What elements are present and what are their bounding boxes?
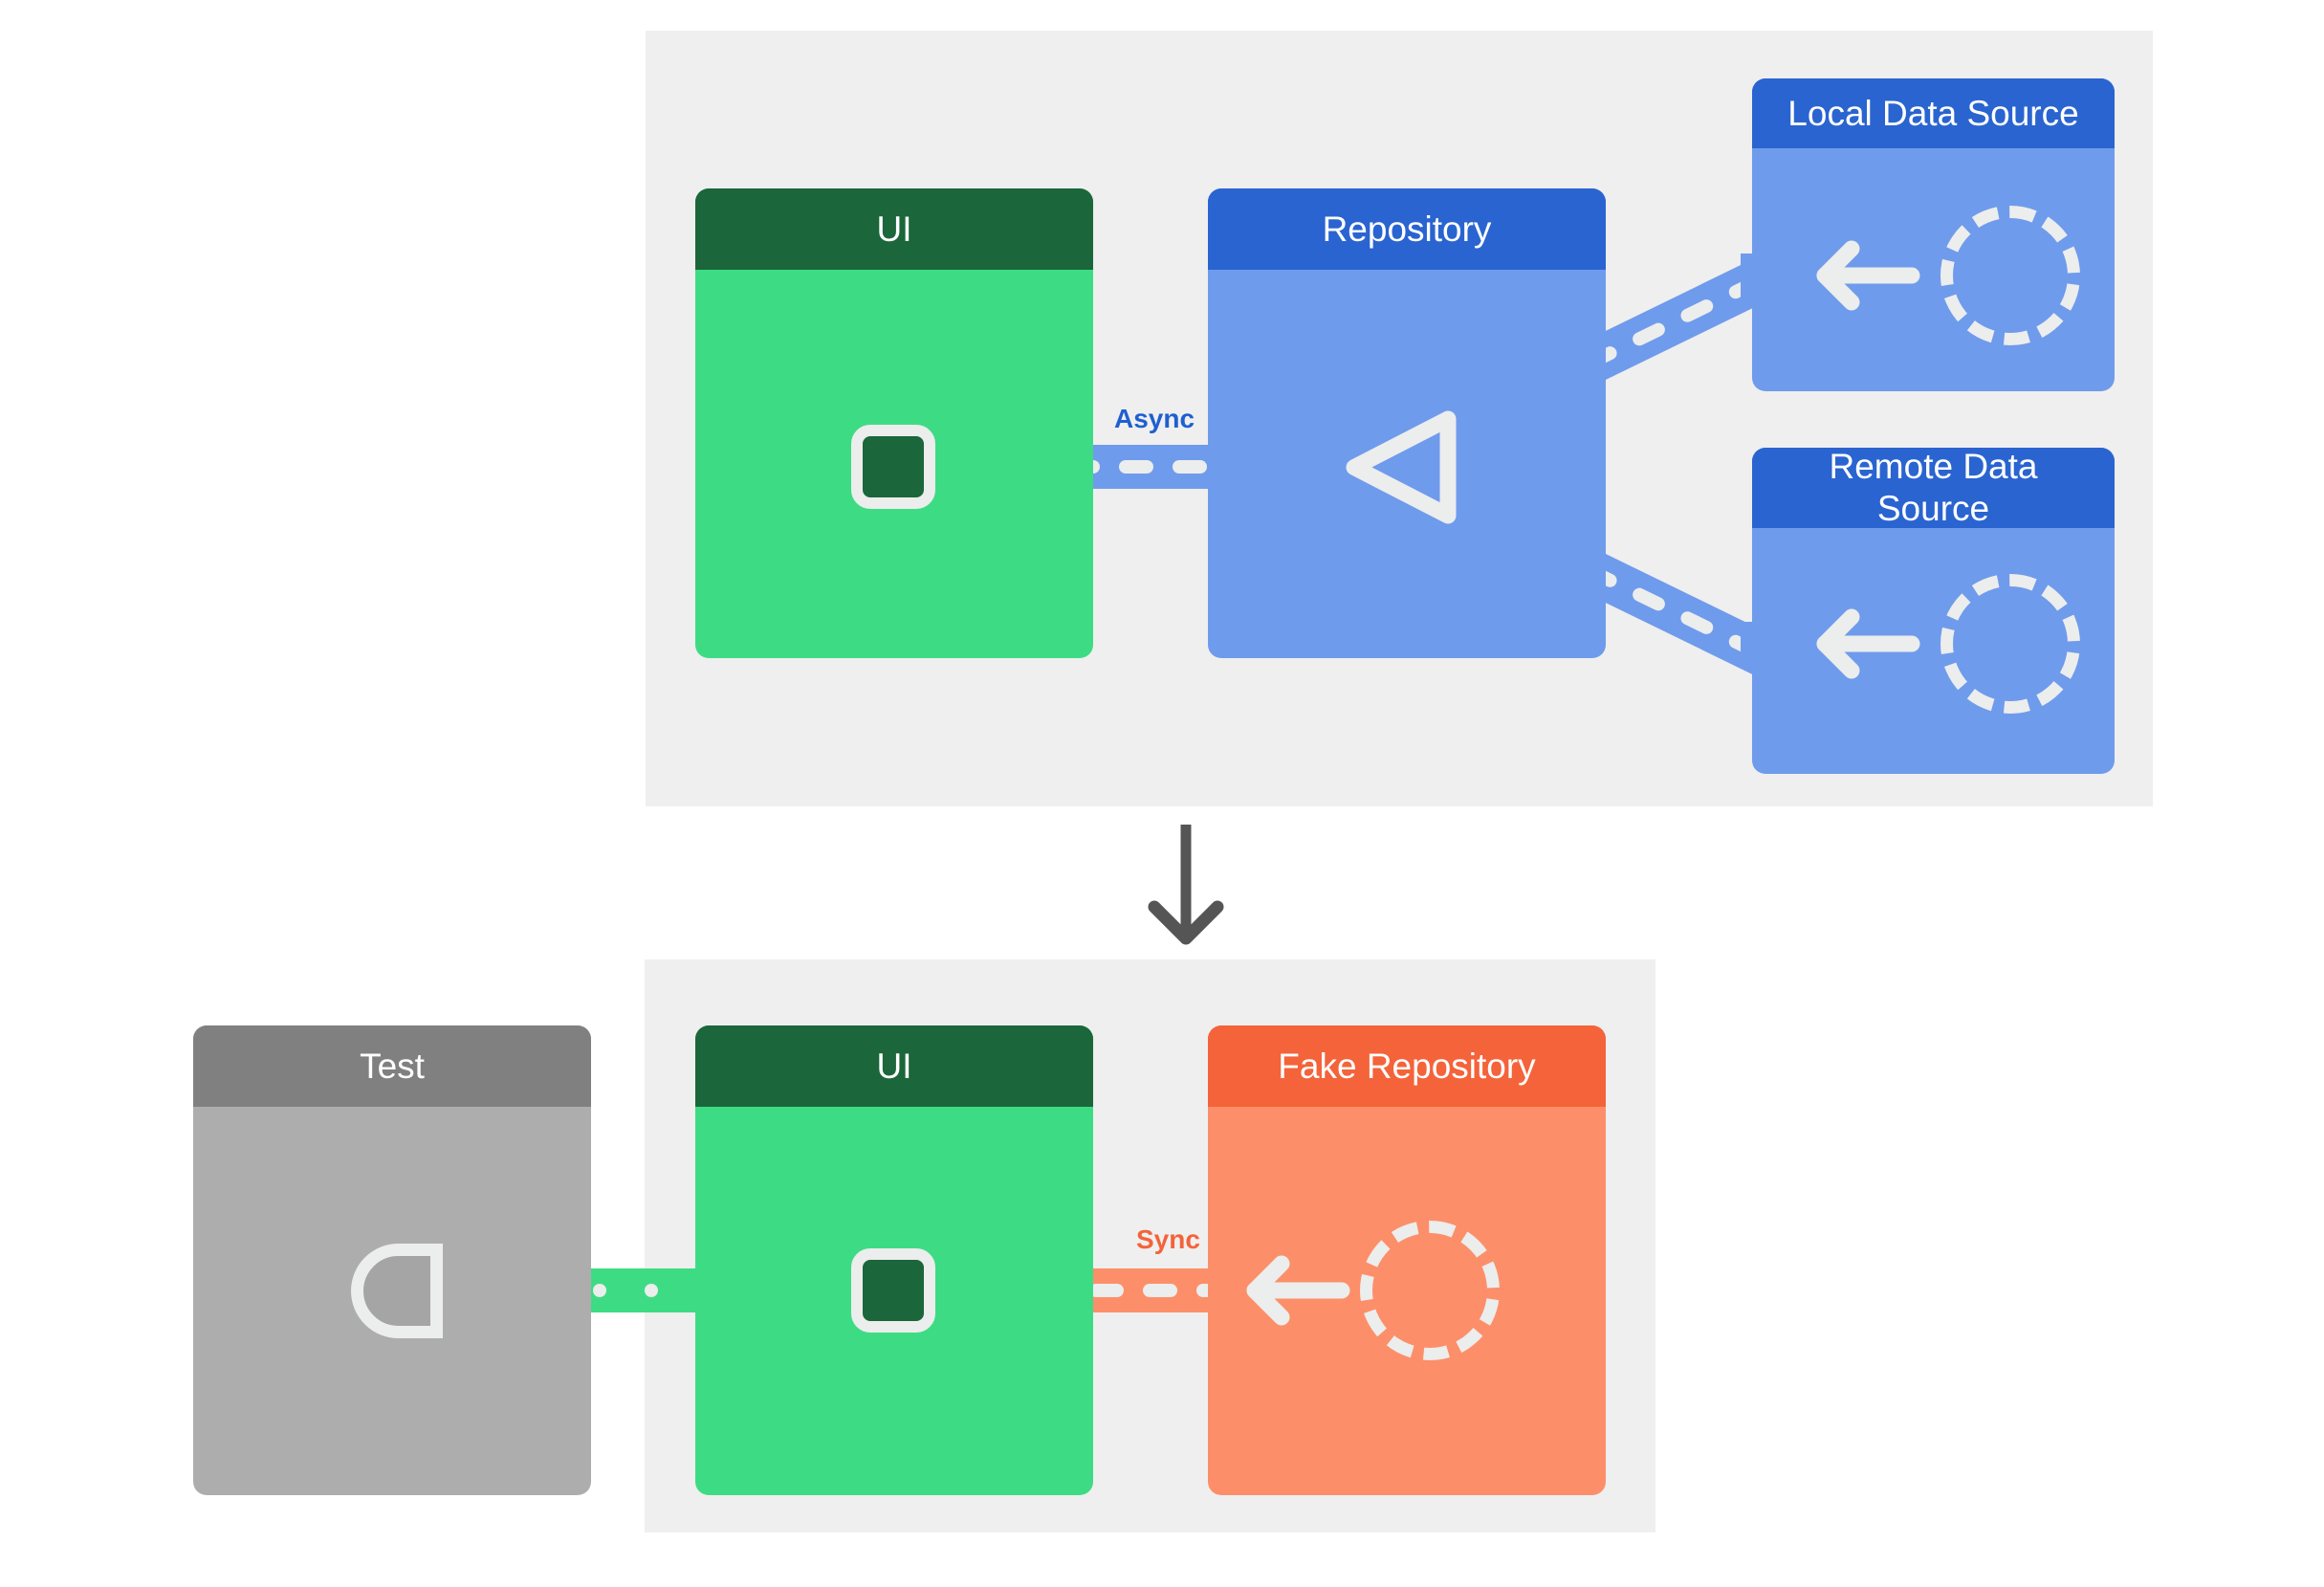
arrow-left-icon-remote xyxy=(1816,608,1920,679)
test-socket-icon xyxy=(351,1244,443,1338)
downward-flow-arrow xyxy=(1148,825,1224,945)
card-test-header: Test xyxy=(193,1025,591,1107)
card-local-data-source-title: Local Data Source xyxy=(1787,93,2079,133)
card-fake-repository-header: Fake Repository xyxy=(1208,1025,1606,1107)
card-remote-data-source-header: Remote Data Source xyxy=(1752,448,2115,528)
dashed-circle-icon-fake-repository xyxy=(1360,1221,1500,1360)
dashed-circle-icon-local xyxy=(1940,206,2080,345)
ui-plug-icon-test xyxy=(851,1248,935,1333)
card-fake-repository[interactable]: Fake Repository xyxy=(1208,1025,1606,1495)
card-test-title: Test xyxy=(360,1046,425,1086)
card-ui-production[interactable]: UI xyxy=(695,188,1093,658)
dashed-circle-icon-remote xyxy=(1940,574,2080,714)
card-ui-production-title: UI xyxy=(876,209,912,249)
card-remote-data-source-title: Remote Data Source xyxy=(1829,448,2038,528)
arrow-left-icon-fake-repository xyxy=(1246,1255,1350,1326)
async-connector-label: Async xyxy=(1107,402,1203,436)
card-repository-header: Repository xyxy=(1208,188,1606,270)
triangle-left-outline-icon xyxy=(1346,410,1457,524)
card-local-data-source-header: Local Data Source xyxy=(1752,78,2115,148)
card-repository-title: Repository xyxy=(1322,209,1492,249)
card-repository[interactable]: Repository xyxy=(1208,188,1606,658)
card-fake-repository-title: Fake Repository xyxy=(1278,1046,1536,1086)
card-ui-production-header: UI xyxy=(695,188,1093,270)
arrow-left-icon-local xyxy=(1816,240,1920,311)
card-ui-test-title: UI xyxy=(876,1046,912,1086)
card-ui-test-header: UI xyxy=(695,1025,1093,1107)
sync-connector-label: Sync xyxy=(1129,1223,1208,1257)
ui-plug-icon-production xyxy=(851,425,935,509)
